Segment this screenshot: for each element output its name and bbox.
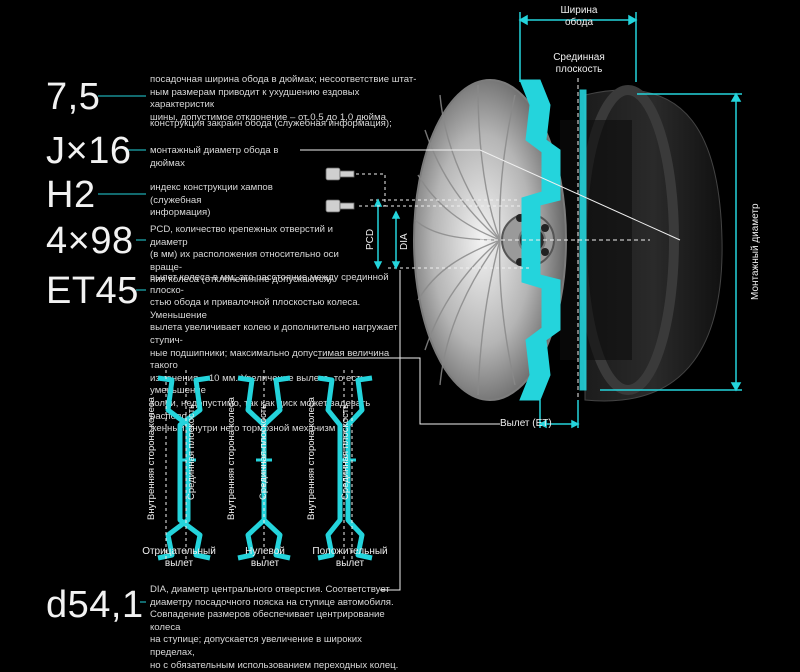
profile-2-plane-label: Срединная плоскость <box>258 403 269 500</box>
lug-bolt-icon <box>325 167 355 213</box>
mount-diameter-label: Монтажный диаметр <box>750 203 761 300</box>
profile-3-plane-label: Срединная плоскость <box>340 403 351 500</box>
mount-diameter-dimension <box>600 92 742 392</box>
et-code: ET45 <box>46 270 139 312</box>
hump-code: H2 <box>46 174 96 216</box>
dia-description: DIA, диаметр центрального отверстия. Соо… <box>150 584 399 671</box>
pcd-description: PCD, количество крепежных отверстий и ди… <box>150 224 339 286</box>
offset-dimension <box>538 400 580 429</box>
width-code: 7,5 <box>46 76 101 118</box>
pcd-label: PCD <box>365 228 376 250</box>
flange-code: J×16 <box>46 130 132 172</box>
width-description: посадочная ширина обода в дюймах; несоот… <box>150 74 417 123</box>
leader-lines <box>98 95 146 603</box>
dia-code: d54,1 <box>46 584 144 626</box>
profile-3-side-label: Внутренняя сторона колеса <box>306 397 317 520</box>
profile-1-plane-label: Срединная плоскость <box>186 403 197 500</box>
diameter-description: монтажный диаметр обода в дюймах <box>150 145 279 169</box>
bolt-guide-lines <box>356 173 520 207</box>
pcd-code: 4×98 <box>46 220 134 262</box>
offset-label: Вылет (ET) <box>500 418 552 429</box>
dia-label: DIA <box>399 233 410 250</box>
pointer-lines <box>300 149 681 591</box>
profile-1-side-label: Внутренняя сторона колеса <box>146 397 157 520</box>
profile-2-side-label: Внутренняя сторона колеса <box>226 397 237 520</box>
flange-description: конструкция закраин обода (служебная инф… <box>150 118 392 129</box>
rim-width-dimension <box>518 12 638 82</box>
